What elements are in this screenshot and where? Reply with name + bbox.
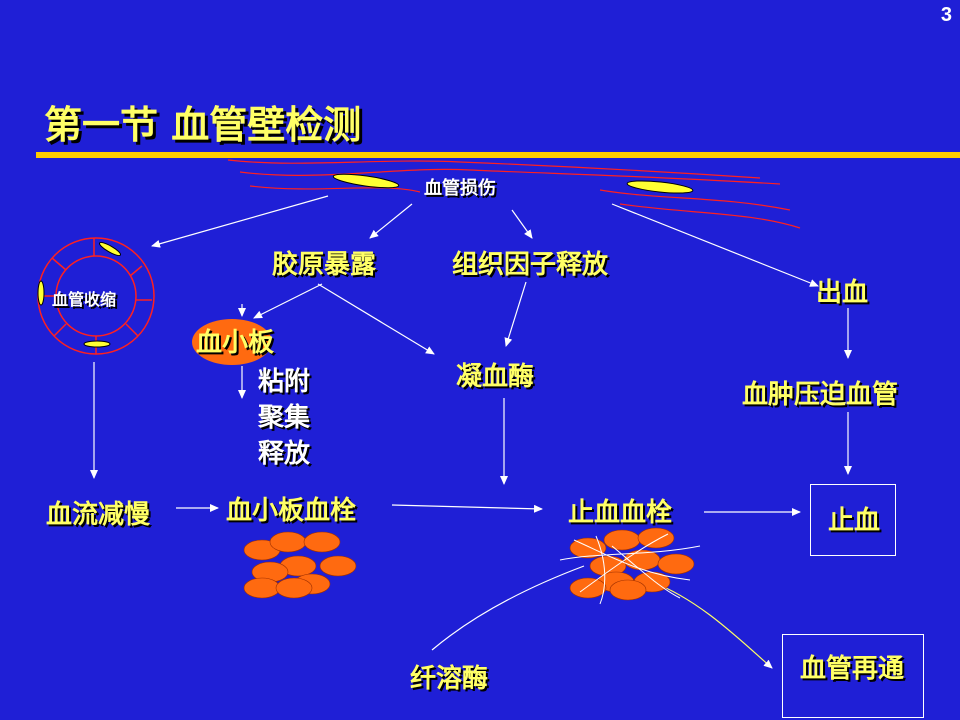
node-hematoma: 血肿压迫血管 (742, 380, 899, 410)
node-tissue-factor-release: 组织因子释放 (452, 250, 609, 280)
recanalization-arrow (651, 581, 773, 669)
hemostasis-box (810, 484, 896, 556)
node-thrombin: 凝血酶 (456, 362, 535, 392)
platelet-shape (626, 180, 694, 194)
platelet-shape (83, 340, 111, 348)
node-slow-blood-flow: 血流减慢 (46, 500, 151, 530)
platelet-thrombus-cluster (243, 531, 357, 599)
hemostatic-thrombus-cluster (559, 527, 701, 605)
node-platelet: 血小板 (196, 328, 275, 358)
node-hemostatic-thrombus: 止血血栓 (568, 498, 673, 528)
title-divider (36, 152, 960, 158)
platelet-cell (192, 319, 272, 365)
node-collagen-exposure: 胶原暴露 (272, 250, 377, 280)
page-number: 3 (940, 4, 952, 26)
platelet-shape (332, 173, 400, 189)
platelet-actions: 粘附 聚集 释放 (258, 364, 310, 472)
platelet-action-adhesion: 粘附 (258, 367, 311, 397)
slide-title: 第一节 血管壁检测 (44, 102, 362, 147)
flow-arrows (90, 195, 852, 516)
fibrinolysin-line (431, 565, 585, 651)
platelet-action-release: 释放 (258, 439, 311, 469)
recanalization-box (782, 634, 924, 718)
node-platelet-thrombus: 血小板血栓 (226, 496, 357, 526)
node-fibrinolysin: 纤溶酶 (410, 664, 489, 694)
node-vessel-injury: 血管损伤 (424, 178, 496, 199)
platelet-shape (37, 280, 45, 306)
node-bleeding: 出血 (816, 278, 869, 308)
node-hemostasis: 止血 (828, 506, 881, 536)
node-recanalization: 血管再通 (800, 654, 905, 684)
node-vasoconstriction: 血管收缩 (52, 290, 117, 309)
platelet-shape (99, 241, 121, 257)
vessel-wall (227, 159, 801, 229)
platelet-action-aggregation: 聚集 (258, 403, 311, 433)
